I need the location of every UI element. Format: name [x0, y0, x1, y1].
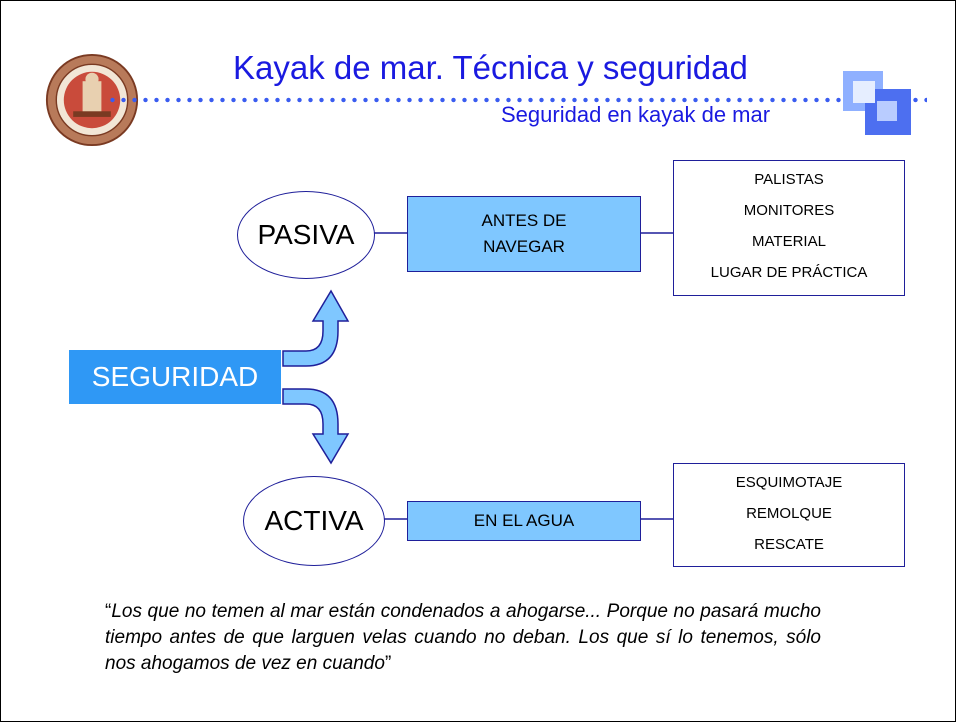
- quote-close-mark: ”: [384, 653, 392, 674]
- list-item: MATERIAL: [752, 233, 826, 250]
- items-box-activa: ESQUIMOTAJE REMOLQUE RESCATE: [673, 463, 905, 567]
- branch-node-activa: ACTIVA: [243, 476, 385, 566]
- title-dotted-rule: [107, 97, 927, 103]
- list-item: REMOLQUE: [746, 505, 832, 522]
- items-box-pasiva: PALISTAS MONITORES MATERIAL LUGAR DE PRÁ…: [673, 160, 905, 296]
- down-arrow-icon: [282, 388, 350, 465]
- phase-line: NAVEGAR: [483, 237, 565, 256]
- list-item: ESQUIMOTAJE: [735, 474, 843, 491]
- phase-box-antes-de-navegar: ANTES DE NAVEGAR: [407, 196, 641, 272]
- overlapping-squares-icon: [843, 71, 915, 139]
- slide-title: Kayak de mar. Técnica y seguridad: [233, 49, 748, 86]
- slide-subtitle: Seguridad en kayak de mar: [501, 102, 771, 127]
- list-item: LUGAR DE PRÁCTICA: [710, 264, 868, 281]
- branch-node-pasiva: PASIVA: [237, 191, 375, 279]
- up-arrow-icon: [282, 289, 350, 367]
- list-item: RESCATE: [754, 536, 824, 553]
- quote-text: “Los que no temen al mar están condenado…: [105, 599, 821, 677]
- list-item: MONITORES: [743, 202, 835, 219]
- root-node-seguridad: SEGURIDAD: [69, 350, 281, 404]
- phase-box-en-el-agua: EN EL AGUA: [407, 501, 641, 541]
- quote-body: Los que no temen al mar están condenados…: [105, 601, 821, 674]
- quote-open-mark: “: [105, 601, 112, 622]
- list-item: PALISTAS: [754, 171, 824, 188]
- phase-line: ANTES DE: [481, 211, 567, 230]
